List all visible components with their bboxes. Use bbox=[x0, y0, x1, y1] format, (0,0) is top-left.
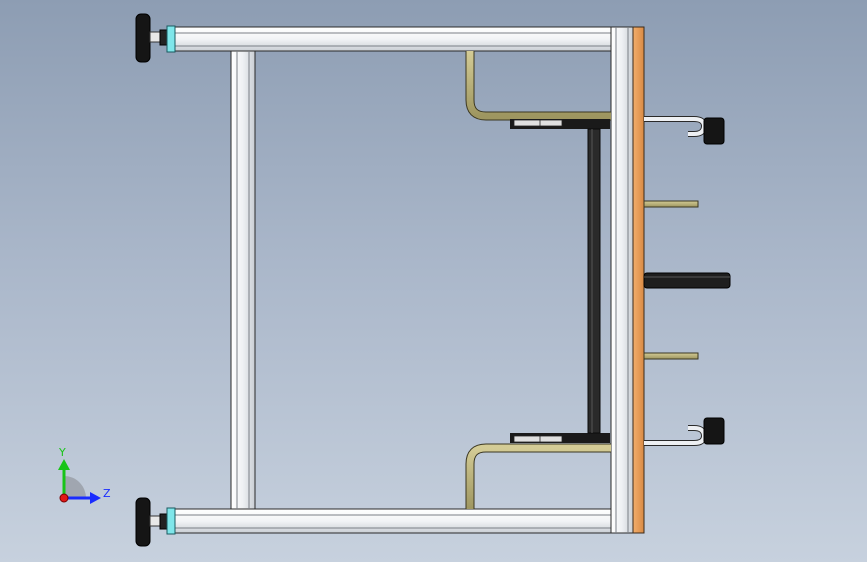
right-frame-column[interactable] bbox=[610, 26, 634, 534]
olive-pin-upper[interactable] bbox=[643, 200, 699, 208]
bent-bracket-upper[interactable] bbox=[465, 51, 611, 121]
y-axis-label: Y bbox=[58, 446, 66, 459]
hook-upper[interactable] bbox=[644, 116, 725, 145]
leveling-foot-upper[interactable] bbox=[135, 13, 176, 63]
upper-frame-tube[interactable] bbox=[173, 26, 612, 52]
lower-frame-tube[interactable] bbox=[173, 508, 612, 534]
olive-pin-lower[interactable] bbox=[643, 352, 699, 360]
bent-bracket-lower[interactable] bbox=[465, 443, 611, 509]
vertical-post[interactable] bbox=[230, 50, 256, 510]
z-axis-label: Z bbox=[103, 487, 111, 500]
coordinate-triad: Y Z bbox=[58, 446, 111, 504]
center-shaft[interactable] bbox=[643, 272, 731, 289]
mount-plate-lower[interactable] bbox=[510, 433, 610, 443]
central-rod[interactable] bbox=[587, 128, 601, 434]
mount-plate-upper[interactable] bbox=[510, 119, 610, 129]
leveling-foot-lower[interactable] bbox=[135, 497, 176, 547]
hook-lower[interactable] bbox=[644, 417, 725, 446]
triad-arc bbox=[64, 476, 86, 498]
x-axis-dot bbox=[59, 493, 69, 503]
wood-panel[interactable] bbox=[632, 26, 645, 534]
